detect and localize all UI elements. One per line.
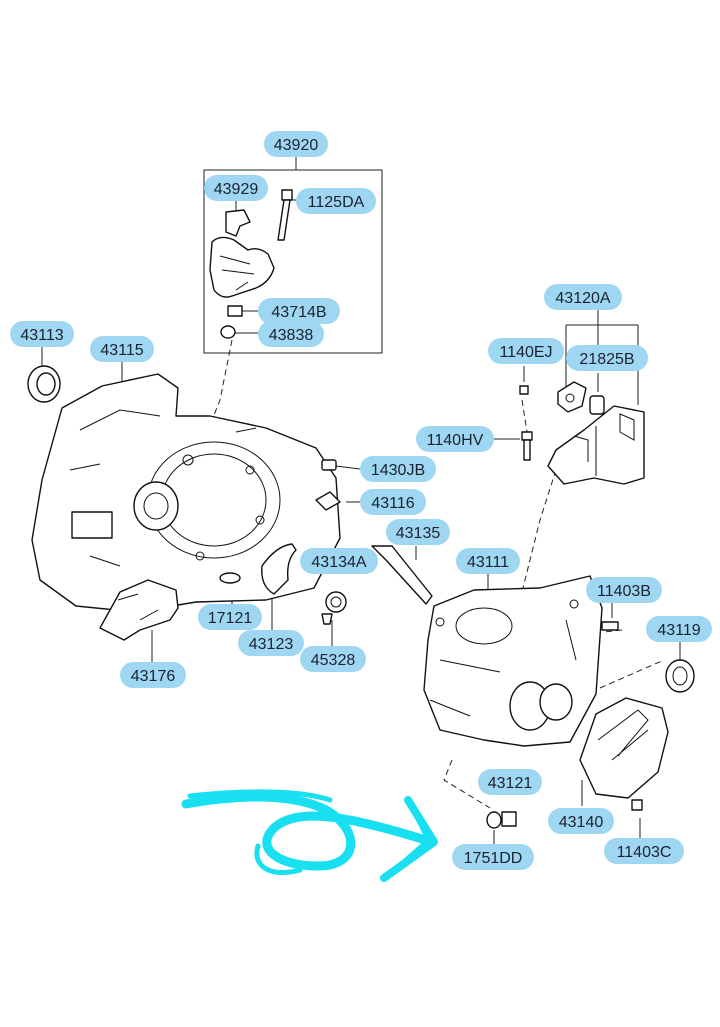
label-45328: 45328 xyxy=(300,646,366,672)
label-1125DA: 1125DA xyxy=(296,188,376,214)
label-43116: 43116 xyxy=(360,489,426,515)
clutch-housing-43115 xyxy=(31,373,341,613)
svg-text:1140EJ: 1140EJ xyxy=(499,344,552,361)
svg-text:43176: 43176 xyxy=(131,668,176,685)
label-43714B: 43714B xyxy=(258,298,340,324)
label-1140EJ: 1140EJ xyxy=(488,338,564,364)
svg-text:43121: 43121 xyxy=(488,775,533,792)
svg-text:21825B: 21825B xyxy=(579,351,634,368)
svg-text:45328: 45328 xyxy=(311,652,356,669)
end-cover-43140 xyxy=(579,697,669,799)
label-43113: 43113 xyxy=(10,321,74,347)
label-43838: 43838 xyxy=(258,321,324,347)
svg-text:11403B: 11403B xyxy=(597,583,651,600)
svg-text:43135: 43135 xyxy=(396,525,441,542)
oil-seal-43113 xyxy=(27,365,61,403)
svg-text:1140HV: 1140HV xyxy=(427,432,484,449)
svg-text:43111: 43111 xyxy=(467,554,509,571)
highlight-arrow-icon xyxy=(181,789,438,882)
label-43120A: 43120A xyxy=(544,284,622,310)
label-21825B: 21825B xyxy=(566,345,648,371)
small-parts-middle xyxy=(219,459,433,625)
svg-text:1430JB: 1430JB xyxy=(371,462,425,479)
label-11403B: 11403B xyxy=(586,577,662,603)
mounting-bracket-43176 xyxy=(99,579,179,641)
svg-text:43140: 43140 xyxy=(559,814,604,831)
svg-text:43714B: 43714B xyxy=(271,304,326,321)
label-1140HV: 1140HV xyxy=(416,426,494,452)
svg-text:43123: 43123 xyxy=(249,636,294,653)
svg-text:43134A: 43134A xyxy=(311,554,366,571)
label-1430JB: 1430JB xyxy=(360,456,436,482)
svg-text:1751DD: 1751DD xyxy=(464,850,523,867)
svg-text:17121: 17121 xyxy=(208,610,253,627)
svg-text:43120A: 43120A xyxy=(555,290,610,307)
label-43929: 43929 xyxy=(204,175,268,201)
oil-seal-43119 xyxy=(665,659,695,693)
svg-text:43119: 43119 xyxy=(657,622,700,639)
label-11403C: 11403C xyxy=(604,838,684,864)
svg-text:43920: 43920 xyxy=(274,137,319,154)
svg-text:1125DA: 1125DA xyxy=(308,194,365,211)
svg-text:11403C: 11403C xyxy=(617,844,672,861)
label-43119: 43119 xyxy=(646,616,712,642)
label-43920: 43920 xyxy=(264,131,328,157)
label-43140: 43140 xyxy=(548,808,614,834)
svg-text:43113: 43113 xyxy=(20,327,63,344)
label-43135: 43135 xyxy=(386,519,450,545)
label-43176: 43176 xyxy=(120,662,186,688)
transmission-case-43111 xyxy=(423,575,603,747)
label-43121: 43121 xyxy=(478,769,542,795)
label-43123: 43123 xyxy=(238,630,304,656)
label-43115: 43115 xyxy=(90,336,154,362)
label-43134A: 43134A xyxy=(300,548,378,574)
label-43111: 43111 xyxy=(456,548,520,574)
clutch-release-fork-assembly xyxy=(209,189,293,339)
svg-text:43929: 43929 xyxy=(214,181,259,198)
svg-text:43116: 43116 xyxy=(371,495,414,512)
bolts-and-plugs xyxy=(486,621,643,829)
svg-text:43115: 43115 xyxy=(100,342,143,359)
label-17121: 17121 xyxy=(198,604,262,630)
label-1751DD: 1751DD xyxy=(452,844,534,870)
svg-text:43838: 43838 xyxy=(269,327,314,344)
engine-mount-43120A xyxy=(519,381,645,485)
